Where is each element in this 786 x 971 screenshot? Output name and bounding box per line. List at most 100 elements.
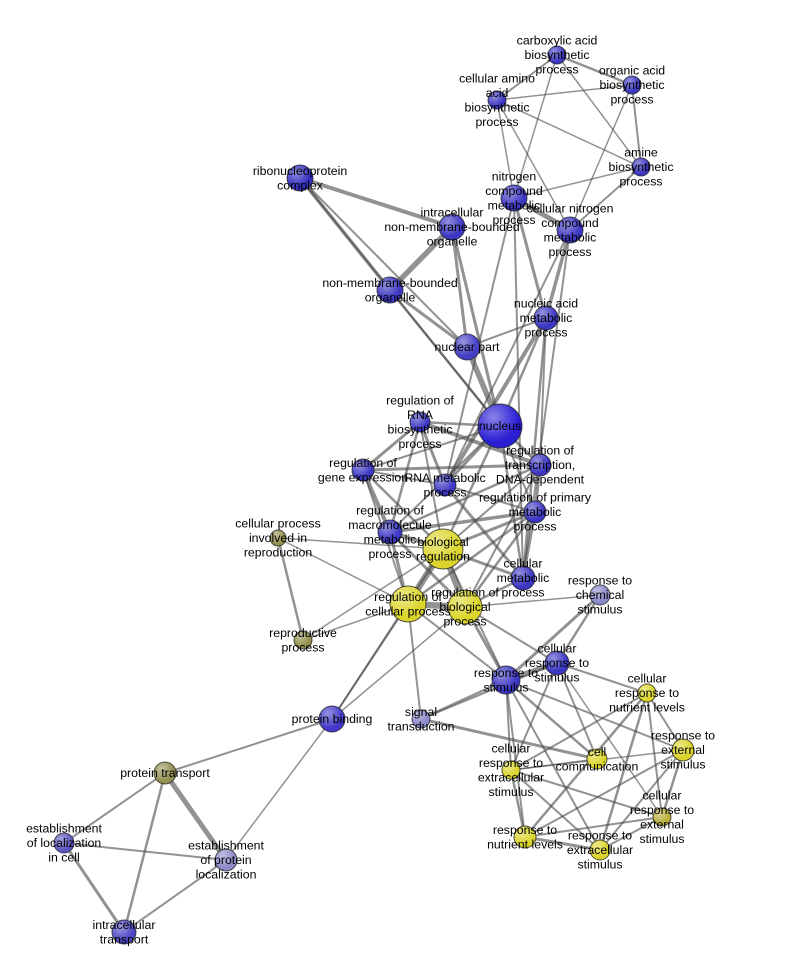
node-response-stimulus[interactable] (491, 665, 521, 695)
node-organic-acid-biosynthetic[interactable] (622, 75, 642, 95)
node-nitrogen-compound-metabolic[interactable] (500, 184, 528, 212)
node-response-nutrient-levels[interactable] (513, 825, 537, 849)
edge-response-stimulus--cellular-response-extracellular-stimulus (505, 679, 512, 771)
edge-cellular-amino-acid-biosynthetic--nitrogen-compound-metabolic (496, 99, 515, 199)
edge-intracellular-non-membrane-bounded-organelle--nucleus (450, 225, 502, 428)
node-intracellular-non-membrane-bounded-organelle[interactable] (438, 213, 466, 241)
edge-cellular-response-stimulus--cellular-response-external-stimulus (556, 662, 663, 818)
node-rna-metabolic[interactable] (433, 473, 457, 497)
node-establishment-localization-in-cell[interactable] (53, 832, 75, 854)
edge-layer (62, 53, 685, 934)
edge-carboxylic-acid-biosynthetic--organic-acid-biosynthetic (555, 53, 634, 87)
node-biological-regulation[interactable] (422, 528, 464, 570)
node-cellular-nitrogen-compound-metabolic[interactable] (556, 216, 584, 244)
node-ribonucleoprotein-complex[interactable] (286, 164, 314, 192)
node-regulation-gene-expression[interactable] (351, 458, 375, 482)
edge-nitrogen-compound-metabolic--nucleic-acid-metabolic (512, 196, 548, 320)
edge-cellular-amino-acid-biosynthetic--cellular-nitrogen-compound-metabolic (496, 99, 571, 231)
node-nucleus[interactable] (477, 403, 523, 449)
edge-ribonucleoprotein-complex--nuclear-part (299, 177, 468, 348)
edge-regulation-transcription-dna-dependent--biological-regulation (442, 464, 541, 550)
edge-amine-biosynthetic--nitrogen-compound-metabolic (513, 166, 642, 199)
node-response-extracellular-stimulus[interactable] (589, 839, 611, 861)
node-nuclear-part[interactable] (453, 333, 481, 361)
edge-establishment-localization-in-cell--establishment-protein-localization (63, 842, 227, 861)
node-protein-binding[interactable] (318, 705, 346, 733)
edge-response-external-stimulus--cellular-response-external-stimulus (660, 748, 685, 819)
node-protein-transport[interactable] (153, 761, 177, 785)
edge-nucleic-acid-metabolic--cellular-metabolic (521, 316, 548, 580)
node-amine-biosynthetic[interactable] (631, 157, 651, 177)
edge-nucleic-acid-metabolic--rna-metabolic (443, 316, 548, 487)
node-nucleic-acid-metabolic[interactable] (533, 305, 559, 331)
edge-cellular-response-stimulus--cellular-response-nutrient-levels (556, 662, 648, 694)
node-regulation-cellular-process[interactable] (389, 585, 427, 623)
node-cellular-metabolic[interactable] (510, 565, 536, 591)
edge-response-extracellular-stimulus--cellular-response-extracellular-stimulus (510, 769, 601, 851)
edge-organic-acid-biosynthetic--cellular-nitrogen-compound-metabolic (569, 84, 633, 231)
edge-regulation-biological-process--response-chemical-stimulus (464, 594, 601, 608)
edge-regulation-biological-process--cellular-response-stimulus (464, 606, 558, 664)
node-cellular-response-nutrient-levels[interactable] (637, 683, 657, 703)
edge-response-chemical-stimulus--cellular-response-stimulus (555, 593, 602, 665)
edge-cell-communication--cellular-response-extracellular-stimulus (510, 758, 598, 771)
edge-response-stimulus--cell-communication (504, 678, 599, 761)
node-response-external-stimulus[interactable] (671, 738, 695, 762)
node-cellular-response-stimulus[interactable] (544, 650, 570, 676)
node-layer (53, 45, 695, 945)
node-regulation-macromolecule-metabolic[interactable] (377, 519, 403, 545)
edge-cellular-response-nutrient-levels--response-extracellular-stimulus (598, 691, 649, 852)
edge-cellular-nitrogen-compound-metabolic--nucleic-acid-metabolic (544, 228, 572, 320)
node-cellular-amino-acid-biosynthetic[interactable] (487, 90, 507, 110)
edge-protein-binding--biological-regulation (331, 548, 444, 720)
edge-carboxylic-acid-biosynthetic--nitrogen-compound-metabolic (513, 54, 558, 199)
edge-regulation-primary-metabolic--regulation-biological-process (463, 510, 537, 609)
edge-non-membrane-bounded-organelle--nucleus (388, 288, 502, 428)
edge-organic-acid-biosynthetic--amine-biosynthetic (631, 84, 642, 168)
edge-regulation-rna-biosynthetic--biological-regulation (419, 421, 444, 550)
node-regulation-primary-metabolic[interactable] (523, 500, 547, 524)
edge-regulation-rna-biosynthetic--regulation-transcription-dna-dependent (418, 420, 542, 467)
edge-regulation-cellular-process--signal-transduction (407, 603, 422, 720)
node-cell-communication[interactable] (586, 748, 608, 770)
edge-protein-transport--establishment-localization-in-cell (63, 772, 166, 844)
edge-cellular-process-involved-in-reproduction--biological-regulation (277, 537, 444, 550)
edge-establishment-localization-in-cell--intracellular-transport (62, 841, 126, 934)
edge-intracellular-non-membrane-bounded-organelle--non-membrane-bounded-organelle (387, 224, 455, 293)
node-reproductive-process[interactable] (293, 630, 313, 650)
edge-reproductive-process--biological-regulation (302, 548, 444, 641)
edge-carboxylic-acid-biosynthetic--cellular-amino-acid-biosynthetic (496, 54, 558, 101)
edge-regulation-gene-expression--rna-metabolic (362, 469, 446, 486)
edge-cellular-process-involved-in-reproduction--reproductive-process (276, 536, 305, 642)
node-regulation-biological-process[interactable] (447, 589, 483, 625)
node-signal-transduction[interactable] (411, 709, 431, 729)
edge-cellular-amino-acid-biosynthetic--amine-biosynthetic (496, 99, 642, 168)
edge-signal-transduction--cell-communication (419, 717, 599, 761)
node-regulation-rna-biosynthetic[interactable] (409, 411, 431, 433)
edge-response-stimulus--signal-transduction (419, 678, 508, 721)
edge-cellular-response-nutrient-levels--response-nutrient-levels (523, 691, 649, 839)
edge-cellular-nitrogen-compound-metabolic--rna-metabolic (444, 229, 571, 486)
node-cellular-process-involved-in-reproduction[interactable] (269, 529, 287, 547)
edge-response-external-stimulus--response-nutrient-levels (524, 749, 684, 838)
node-establishment-protein-localization[interactable] (214, 848, 238, 872)
edge-protein-transport--intracellular-transport (122, 771, 167, 934)
node-regulation-transcription-dna-dependent[interactable] (528, 453, 552, 477)
edge-protein-binding--protein-transport (164, 718, 333, 774)
node-cellular-response-extracellular-stimulus[interactable] (501, 760, 521, 780)
edge-cellular-response-stimulus--cellular-response-extracellular-stimulus (510, 662, 558, 771)
edge-response-stimulus--response-nutrient-levels (505, 679, 526, 838)
edge-response-chemical-stimulus--response-stimulus (504, 593, 602, 682)
node-non-membrane-bounded-organelle[interactable] (376, 276, 404, 304)
node-carboxylic-acid-biosynthetic[interactable] (547, 45, 567, 65)
edge-protein-binding--regulation-biological-process (331, 606, 466, 720)
edge-cellular-response-nutrient-levels--cellular-response-extracellular-stimulus (510, 692, 648, 771)
node-cellular-response-external-stimulus[interactable] (652, 807, 672, 827)
node-response-chemical-stimulus[interactable] (589, 584, 611, 606)
edge-nucleic-acid-metabolic--regulation-transcription-dna-dependent (539, 317, 547, 466)
node-intracellular-transport[interactable] (111, 919, 137, 945)
edge-organic-acid-biosynthetic--cellular-amino-acid-biosynthetic (496, 84, 633, 101)
edge-regulation-cellular-process--response-stimulus (407, 603, 507, 681)
